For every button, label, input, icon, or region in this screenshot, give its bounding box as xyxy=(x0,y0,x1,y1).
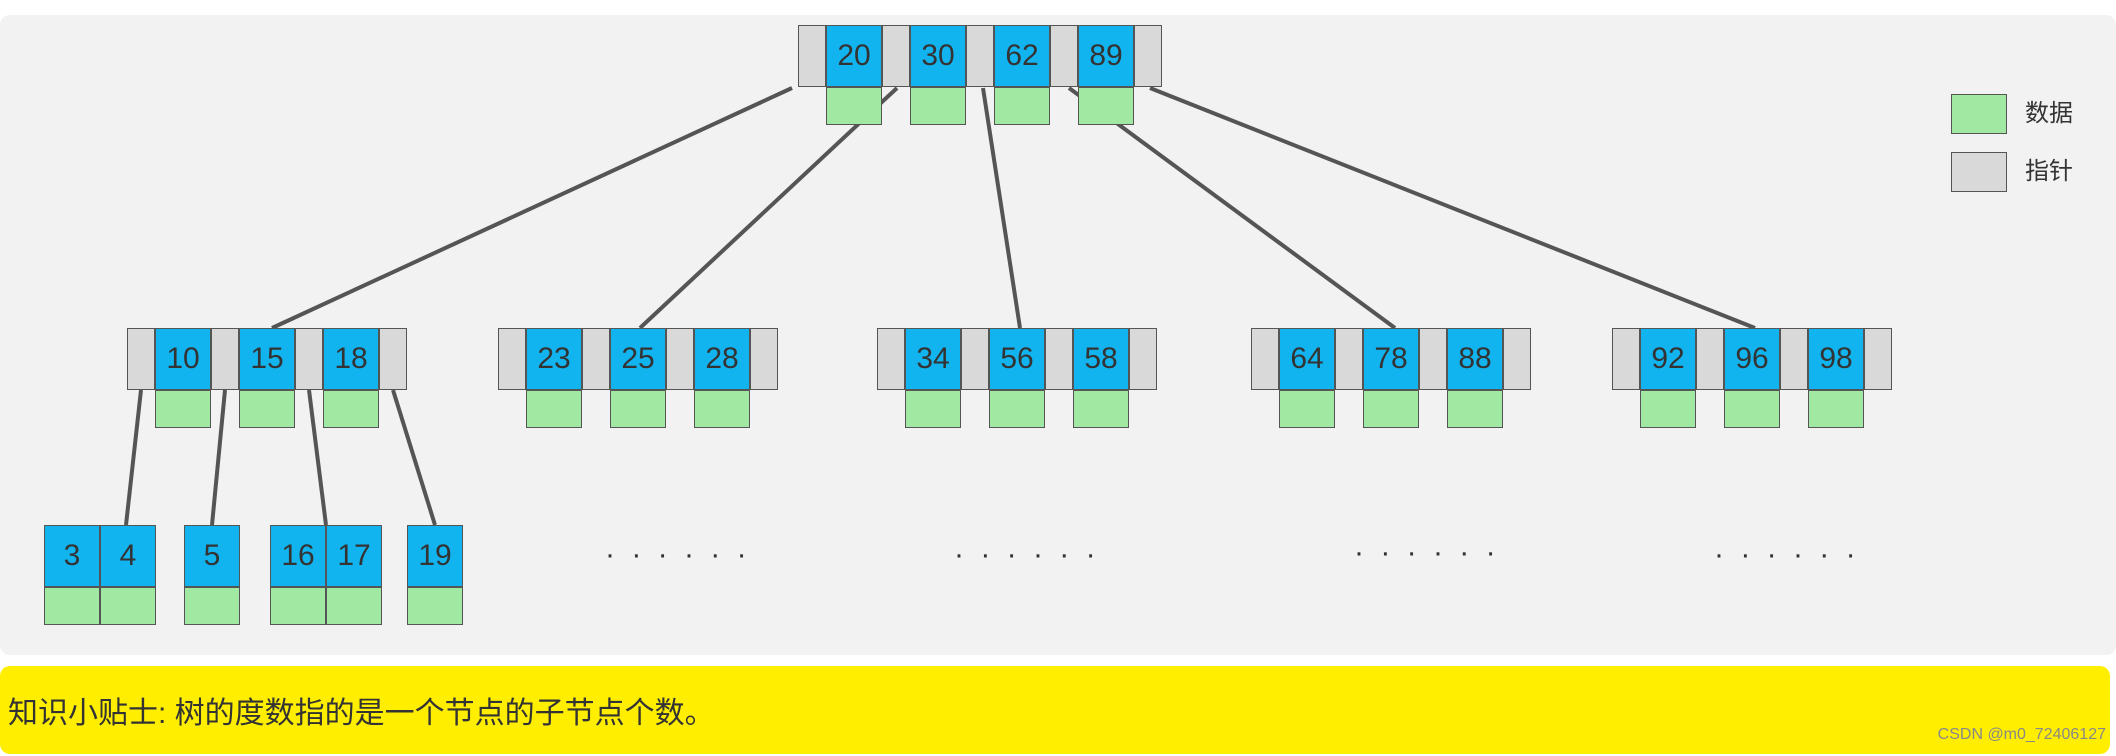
level2-node-key: 23 xyxy=(526,328,582,390)
level2-node-key: 96 xyxy=(1724,328,1780,390)
level2-node-data xyxy=(1724,390,1780,428)
level2-node-pointer xyxy=(750,328,778,390)
legend-label: 数据 xyxy=(2025,100,2073,127)
level2-node-pointer xyxy=(1335,328,1363,390)
leaf-node-data xyxy=(326,587,382,625)
ellipsis: · · · · · · xyxy=(605,538,751,571)
root-child-edge xyxy=(271,86,793,330)
leaf-node-data xyxy=(407,587,463,625)
level2-node-pointer xyxy=(1503,328,1531,390)
level2-node-pointer xyxy=(1612,328,1640,390)
root-child-edge xyxy=(1067,86,1397,330)
root-child-edge xyxy=(1149,86,1756,330)
root-key: 30 xyxy=(910,25,966,87)
level2-node-key: 28 xyxy=(694,328,750,390)
leaf-node-data xyxy=(184,587,240,625)
level2-node-data xyxy=(1279,390,1335,428)
level2-node-pointer xyxy=(211,328,239,390)
root-key: 89 xyxy=(1078,25,1134,87)
level2-node-key: 56 xyxy=(989,328,1045,390)
leaf-node-key: 5 xyxy=(184,525,240,587)
leaf-edge xyxy=(124,389,143,526)
level2-node-data xyxy=(155,390,211,428)
level2-node-key: 88 xyxy=(1447,328,1503,390)
level2-node-data xyxy=(1640,390,1696,428)
root-pointer xyxy=(966,25,994,87)
tip-text: 知识小贴士: 树的度数指的是一个节点的子节点个数。 xyxy=(8,697,715,730)
level2-node-key: 64 xyxy=(1279,328,1335,390)
level2-node-pointer xyxy=(1780,328,1808,390)
legend-swatch xyxy=(1951,152,2007,192)
leaf-node-key: 19 xyxy=(407,525,463,587)
level2-node-data xyxy=(989,390,1045,428)
level2-node-pointer xyxy=(127,328,155,390)
legend-label: 指针 xyxy=(2025,158,2073,185)
level2-node-key: 58 xyxy=(1073,328,1129,390)
level2-node-key: 34 xyxy=(905,328,961,390)
level2-node-key: 15 xyxy=(239,328,295,390)
level2-node-pointer xyxy=(1419,328,1447,390)
leaf-node-data xyxy=(270,587,326,625)
root-pointer xyxy=(798,25,826,87)
level2-node-pointer xyxy=(1251,328,1279,390)
legend-swatch xyxy=(1951,94,2007,134)
root-pointer xyxy=(1050,25,1078,87)
level2-node-pointer xyxy=(498,328,526,390)
level2-node-data xyxy=(1073,390,1129,428)
level2-node-data xyxy=(239,390,295,428)
ellipsis: · · · · · · xyxy=(1714,538,1860,571)
level2-node-data xyxy=(694,390,750,428)
root-data xyxy=(994,87,1050,125)
level2-node-pointer xyxy=(1864,328,1892,390)
level2-node-pointer xyxy=(582,328,610,390)
root-child-edge xyxy=(981,87,1022,329)
root-data xyxy=(910,87,966,125)
leaf-node-key: 3 xyxy=(44,525,100,587)
leaf-node-key: 4 xyxy=(100,525,156,587)
level2-node-data xyxy=(1808,390,1864,428)
level2-node-pointer xyxy=(961,328,989,390)
leaf-node-key: 17 xyxy=(326,525,382,587)
leaf-edge xyxy=(307,389,328,526)
root-pointer xyxy=(1134,25,1162,87)
root-pointer xyxy=(882,25,910,87)
ellipsis: · · · · · · xyxy=(1354,536,1500,569)
level2-node-key: 10 xyxy=(155,328,211,390)
root-key: 20 xyxy=(826,25,882,87)
level2-node-pointer xyxy=(1696,328,1724,390)
level2-node-data xyxy=(323,390,379,428)
tip-banner: 知识小贴士: 树的度数指的是一个节点的子节点个数。 xyxy=(0,666,2110,754)
leaf-node-data xyxy=(100,587,156,625)
level2-node-pointer xyxy=(666,328,694,390)
level2-node-data xyxy=(1363,390,1419,428)
level2-node-key: 92 xyxy=(1640,328,1696,390)
level2-node-pointer xyxy=(379,328,407,390)
level2-node-pointer xyxy=(1129,328,1157,390)
level2-node-pointer xyxy=(877,328,905,390)
level2-node-data xyxy=(1447,390,1503,428)
leaf-node-key: 16 xyxy=(270,525,326,587)
watermark: CSDN @m0_72406127 xyxy=(1937,726,2106,743)
leaf-edge xyxy=(391,389,437,526)
ellipsis: · · · · · · xyxy=(954,538,1100,571)
level2-node-pointer xyxy=(295,328,323,390)
leaf-node-data xyxy=(44,587,100,625)
level2-node-data xyxy=(610,390,666,428)
level2-node-key: 18 xyxy=(323,328,379,390)
root-child-edge xyxy=(638,86,899,330)
leaf-edge xyxy=(210,389,227,526)
level2-node-pointer xyxy=(1045,328,1073,390)
level2-node-key: 25 xyxy=(610,328,666,390)
level2-node-key: 98 xyxy=(1808,328,1864,390)
root-data xyxy=(1078,87,1134,125)
level2-node-key: 78 xyxy=(1363,328,1419,390)
root-data xyxy=(826,87,882,125)
level2-node-data xyxy=(526,390,582,428)
root-key: 62 xyxy=(994,25,1050,87)
level2-node-data xyxy=(905,390,961,428)
